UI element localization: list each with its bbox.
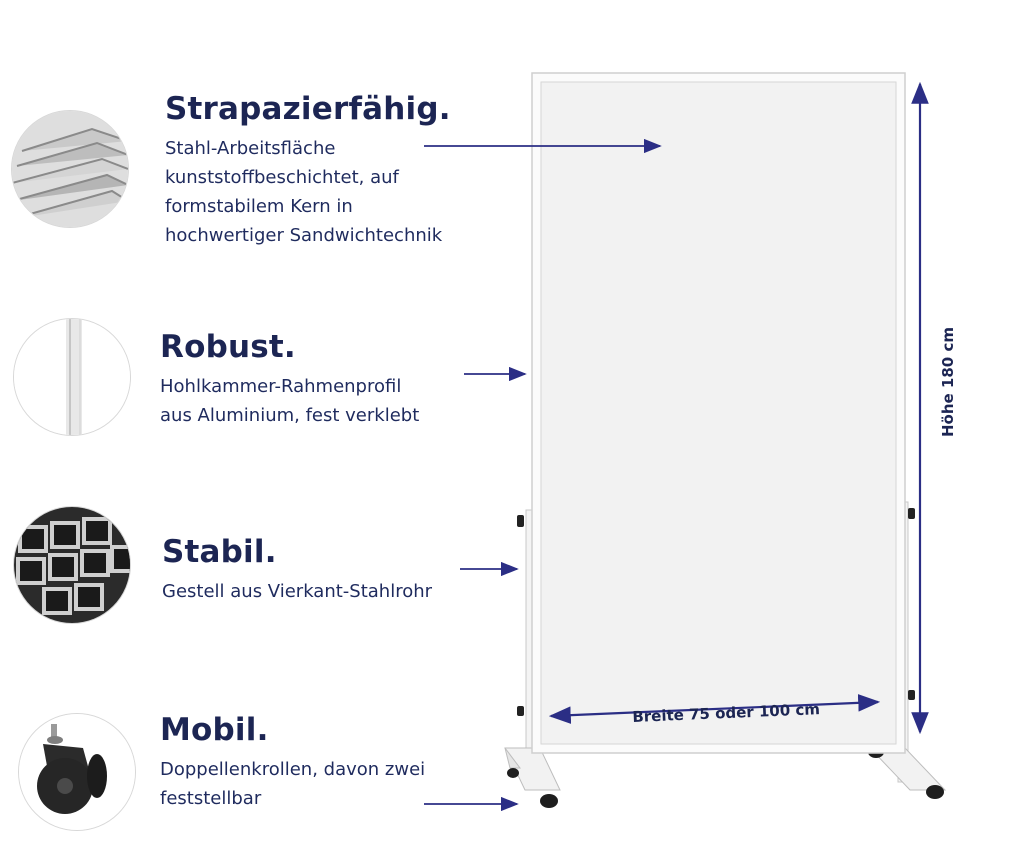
feature-title: Robust. [160,329,296,365]
feature-line: formstabilem Kern in [165,196,353,217]
feature-title: Mobil. [160,712,269,748]
feature-line: hochwertiger Sandwichtechnik [165,225,443,246]
feature-line: Stahl-Arbeitsfläche [165,138,336,159]
stand-left [504,509,561,808]
feature-line: feststellbar [160,788,262,809]
width-label: Breite 75 oder 100 cm [632,700,821,726]
stand-right [868,501,947,799]
feature-stable: Stabil. Gestell aus Vierkant-Stahlrohr [162,533,432,606]
feature-line: aus Aluminium, fest verklebt [160,405,420,426]
frame-profile-icon [13,318,131,436]
feature-durable: Strapazierfähig. Stahl-Arbeitsfläche kun… [165,90,451,250]
feature-line: kunststoffbeschichtet, auf [165,167,399,188]
whiteboard-panel [531,72,906,754]
sandwich-panel-icon [11,110,129,228]
feature-title: Strapazierfähig. [165,91,451,127]
feature-robust: Robust. Hohlkammer-Rahmenprofil aus Alum… [160,328,419,430]
feature-line: Doppellenkrollen, davon zwei [160,759,426,780]
caster-wheel-icon [18,713,136,831]
feature-title: Stabil. [162,534,277,570]
feature-line: Hohlkammer-Rahmenprofil [160,376,402,397]
feature-line: Gestell aus Vierkant-Stahlrohr [162,581,433,602]
feature-mobile: Mobil. Doppellenkrollen, davon zwei fest… [160,711,425,813]
height-label: Höhe 180 cm [939,327,957,437]
square-tube-icon [13,506,131,624]
